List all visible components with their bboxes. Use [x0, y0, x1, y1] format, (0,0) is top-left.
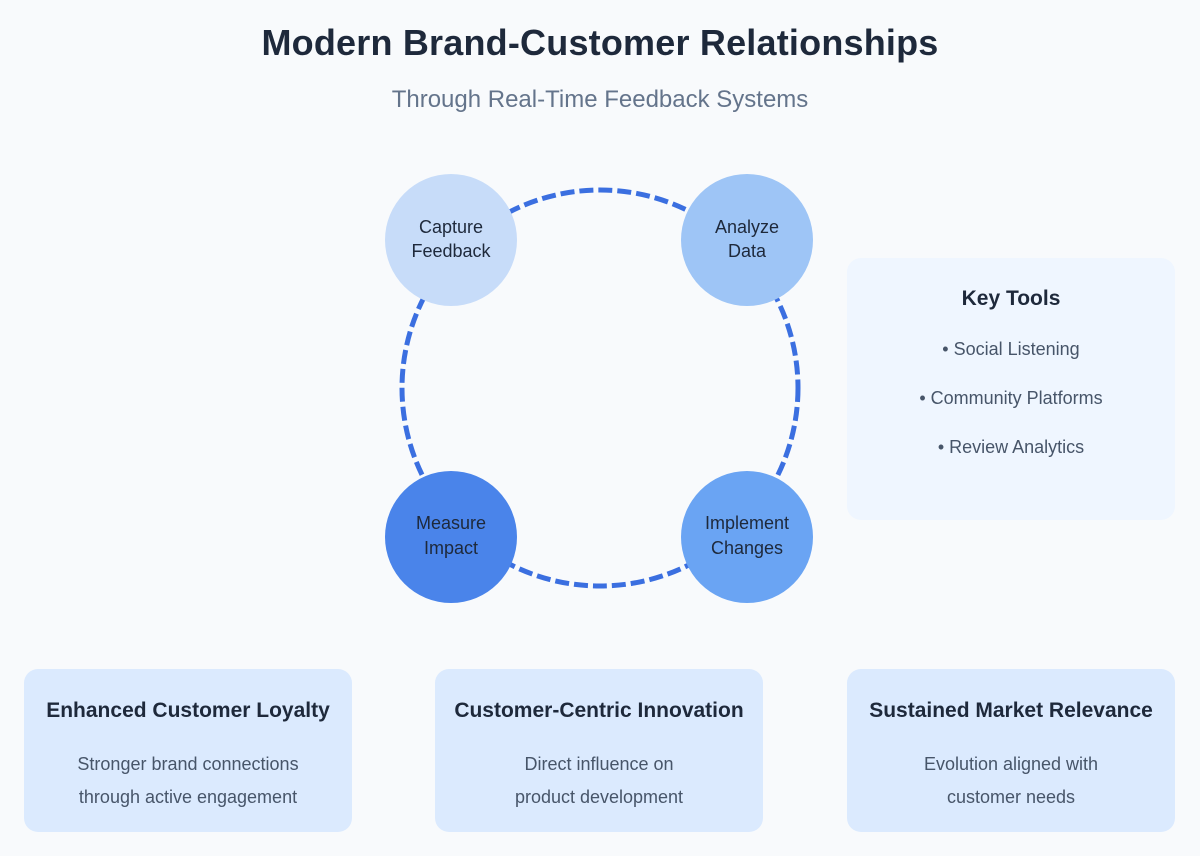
- node-capture-feedback-line1: Capture: [419, 217, 483, 237]
- node-capture-feedback-circle: [385, 174, 517, 306]
- node-analyze-data-circle: [681, 174, 813, 306]
- benefit-card-description: Evolution aligned with customer needs: [847, 748, 1175, 814]
- benefit-card-title: Sustained Market Relevance: [869, 699, 1153, 722]
- benefit-card-desc-line: customer needs: [946, 787, 1076, 807]
- cycle-ring: [399, 187, 801, 589]
- node-implement-changes: Implement Changes: [681, 471, 813, 603]
- key-tools-panel: Key Tools • Social Listening • Community…: [847, 258, 1175, 520]
- benefit-card-relevance: Sustained Market Relevance Evolution ali…: [847, 669, 1175, 832]
- key-tool-item: • Review Analytics: [937, 437, 1085, 457]
- benefit-card-desc-line: through active engagement: [78, 787, 298, 807]
- node-analyze-data: Analyze Data: [681, 174, 813, 306]
- node-analyze-data-line2: Data: [728, 241, 767, 261]
- key-tool-item: • Community Platforms: [919, 388, 1103, 408]
- node-capture-feedback-line2: Feedback: [411, 241, 491, 261]
- benefit-card-desc-line: Evolution aligned with: [923, 754, 1099, 774]
- benefit-card-innovation: Customer-Centric Innovation Direct influ…: [435, 669, 763, 832]
- benefit-card-desc-line: Stronger brand connections: [77, 754, 299, 774]
- benefit-card-title: Customer-Centric Innovation: [454, 699, 744, 722]
- node-implement-changes-circle: [681, 471, 813, 603]
- page-subtitle: Through Real-Time Feedback Systems: [391, 86, 809, 113]
- node-capture-feedback: Capture Feedback: [385, 174, 517, 306]
- benefit-card-description: Stronger brand connections through activ…: [24, 748, 352, 814]
- node-measure-impact-line1: Measure: [416, 513, 486, 533]
- node-measure-impact-line2: Impact: [424, 538, 478, 558]
- benefit-card-description: Direct influence on product development: [435, 748, 763, 814]
- node-implement-changes-line2: Changes: [711, 538, 783, 558]
- benefit-card-loyalty: Enhanced Customer Loyalty Stronger brand…: [24, 669, 352, 832]
- key-tool-item: • Social Listening: [942, 339, 1080, 359]
- benefit-card-desc-line: Direct influence on: [524, 754, 674, 774]
- node-measure-impact-circle: [385, 471, 517, 603]
- page-title: Modern Brand-Customer Relationships: [261, 22, 939, 63]
- node-implement-changes-line1: Implement: [705, 513, 789, 533]
- benefit-card-title: Enhanced Customer Loyalty: [46, 699, 330, 722]
- key-tools-title: Key Tools: [961, 287, 1061, 310]
- node-measure-impact: Measure Impact: [385, 471, 517, 603]
- benefit-card-desc-line: product development: [514, 787, 684, 807]
- node-analyze-data-line1: Analyze: [715, 217, 779, 237]
